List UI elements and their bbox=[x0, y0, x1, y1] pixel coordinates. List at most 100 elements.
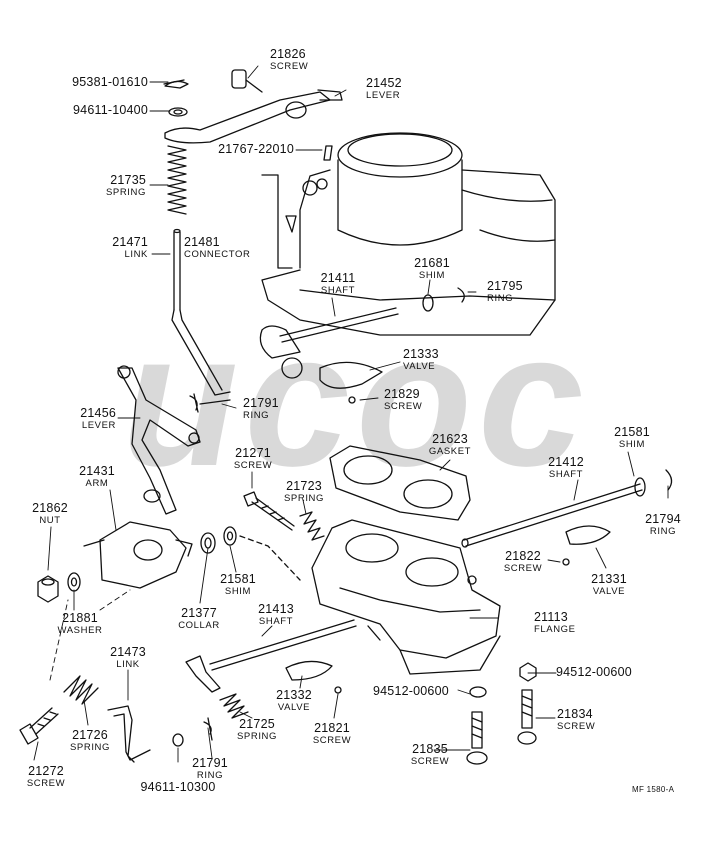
part-number: 94512-00600 bbox=[556, 665, 632, 679]
label-21767: 21767-22010 bbox=[200, 143, 294, 156]
label-21581b: 21581 SHIM bbox=[220, 573, 256, 596]
part-name: LINK bbox=[124, 248, 148, 260]
washer-21881-shape bbox=[67, 572, 81, 592]
part-name: RING bbox=[243, 409, 270, 421]
label-21431: 21431 ARM bbox=[79, 465, 115, 488]
part-number: 21431 bbox=[79, 464, 115, 478]
part-number: 21452 bbox=[366, 76, 402, 90]
label-94512a: 94512-00600 bbox=[373, 685, 449, 698]
part-name: LINK bbox=[116, 658, 140, 670]
part-name: SCREW bbox=[270, 60, 309, 72]
label-21623: 21623 GASKET bbox=[429, 433, 471, 456]
part-number: 21331 bbox=[591, 572, 627, 586]
part-name: SCREW bbox=[503, 562, 543, 574]
part-name: NUT bbox=[39, 514, 61, 526]
part-number: 21794 bbox=[645, 512, 681, 526]
screw-21834-shape bbox=[517, 689, 537, 745]
part-name: CONNECTOR bbox=[184, 248, 251, 260]
part-name: LEVER bbox=[81, 419, 116, 431]
part-number: 21726 bbox=[72, 728, 108, 742]
part-number: 21822 bbox=[505, 549, 541, 563]
part-number: 21725 bbox=[239, 717, 275, 731]
part-name: COLLAR bbox=[178, 619, 220, 631]
part-name: SCREW bbox=[557, 720, 596, 732]
part-number: 21829 bbox=[384, 387, 420, 401]
part-number: 21581 bbox=[614, 425, 650, 439]
part-number: 21113 bbox=[534, 610, 568, 624]
part-name: RING bbox=[649, 525, 677, 537]
collar-21377-shape bbox=[200, 532, 216, 554]
label-21456: 21456 LEVER bbox=[56, 407, 116, 430]
part-name: SCREW bbox=[26, 777, 66, 789]
part-name: ARM bbox=[85, 477, 109, 489]
label-21881: 21881 WASHER bbox=[58, 612, 103, 635]
part-name: SHAFT bbox=[548, 468, 584, 480]
lever-21456-shape bbox=[117, 365, 201, 515]
watermark-logo: ucoc bbox=[122, 294, 589, 506]
part-number: 21826 bbox=[270, 47, 306, 61]
part-number: 21735 bbox=[110, 173, 146, 187]
label-21862: 21862 NUT bbox=[32, 502, 68, 525]
screw-21272-shape bbox=[19, 707, 59, 745]
part-number: 21272 bbox=[28, 764, 64, 778]
label-21473: 21473 LINK bbox=[110, 646, 146, 669]
spring-21735-shape bbox=[167, 145, 187, 215]
shaft-21412-shape bbox=[461, 469, 673, 566]
label-21452: 21452 LEVER bbox=[366, 77, 402, 100]
label-21795: 21795 RING bbox=[487, 280, 523, 303]
part-name: SPRING bbox=[236, 730, 278, 742]
label-21791b: 21791 RING bbox=[192, 757, 228, 780]
part-name: LEVER bbox=[366, 89, 401, 101]
part-name: VALVE bbox=[277, 701, 311, 713]
label-21822: 21822 SCREW bbox=[504, 550, 542, 573]
label-21725: 21725 SPRING bbox=[237, 718, 277, 741]
label-21412: 21412 SHAFT bbox=[548, 456, 584, 479]
label-21413: 21413 SHAFT bbox=[258, 603, 294, 626]
label-21333: 21333 VALVE bbox=[403, 348, 439, 371]
part-number: 94611-10300 bbox=[140, 780, 216, 794]
part-name: SPRING bbox=[69, 741, 111, 753]
part-number: 21681 bbox=[414, 256, 450, 270]
shaft-21411-shape bbox=[259, 287, 465, 404]
part-number: 21471 bbox=[112, 235, 148, 249]
part-number: 21377 bbox=[181, 606, 217, 620]
drawing-reference: MF 1580-A bbox=[632, 785, 675, 794]
washer-94512-shapes bbox=[469, 662, 537, 698]
screw-21835-shape bbox=[466, 711, 488, 765]
part-number: 21332 bbox=[276, 688, 312, 702]
label-94611b: 94611-10300 bbox=[141, 781, 216, 794]
label-21113: 21113 FLANGE bbox=[534, 611, 576, 634]
part-name: RING bbox=[196, 769, 224, 781]
label-94512b: 94512-00600 bbox=[556, 666, 632, 679]
part-number: 21835 bbox=[412, 742, 448, 756]
connector-21481-shape bbox=[285, 215, 297, 233]
part-number: 21481 bbox=[184, 235, 220, 249]
label-21411: 21411 SHAFT bbox=[321, 272, 356, 295]
part-name: SHAFT bbox=[258, 615, 294, 627]
part-number: 21791 bbox=[192, 756, 228, 770]
part-name: SHIM bbox=[224, 585, 252, 597]
label-21377: 21377 COLLAR bbox=[178, 607, 220, 630]
part-name: SCREW bbox=[384, 400, 423, 412]
link-21473-shape bbox=[107, 705, 151, 763]
part-number: 21581 bbox=[220, 572, 256, 586]
label-21835: 21835 SCREW bbox=[411, 743, 449, 766]
part-number: 21881 bbox=[62, 611, 98, 625]
label-21821: 21821 SCREW bbox=[313, 722, 351, 745]
label-21834: 21834 SCREW bbox=[557, 708, 595, 731]
label-21481: 21481 CONNECTOR bbox=[184, 236, 250, 259]
label-21726: 21726 SPRING bbox=[70, 729, 110, 752]
part-name: SCREW bbox=[312, 734, 352, 746]
label-94611a: 94611-10400 bbox=[60, 104, 148, 117]
label-21735: 21735 SPRING bbox=[90, 174, 146, 197]
part-number: 21412 bbox=[548, 455, 584, 469]
pin-95381-shape bbox=[163, 79, 185, 85]
label-21794: 21794 RING bbox=[645, 513, 681, 536]
washer-94611b-shape bbox=[172, 733, 184, 747]
nut-21862-shape bbox=[37, 575, 59, 603]
arm-21431-shape bbox=[83, 521, 193, 589]
label-21471: 21471 LINK bbox=[92, 236, 148, 259]
part-number: 21767-22010 bbox=[218, 142, 294, 156]
spring-21726-shape bbox=[63, 675, 99, 705]
